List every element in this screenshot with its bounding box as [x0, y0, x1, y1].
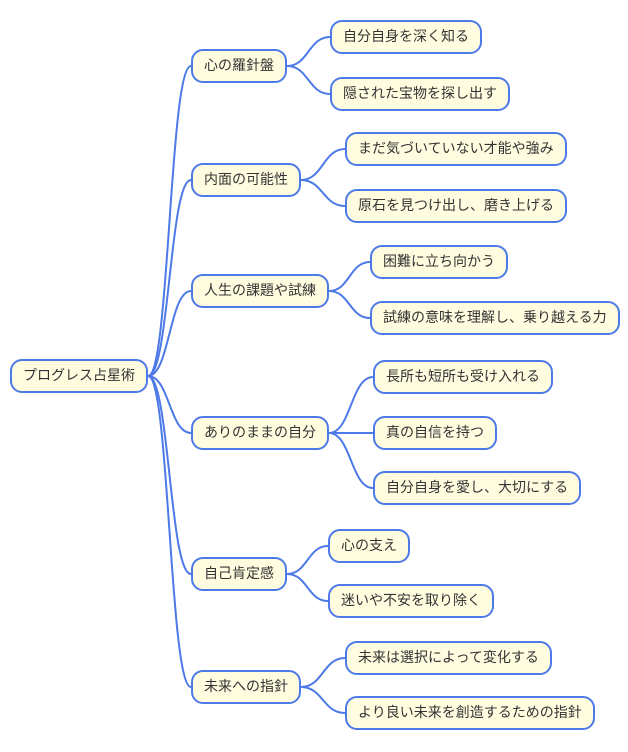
- mindmap-edge: [147, 375, 192, 575]
- node-leaf-find-hidden-treasure[interactable]: 隠された宝物を探し出す: [330, 77, 510, 111]
- mindmap-edge: [286, 36, 331, 67]
- mindmap-edge: [328, 432, 374, 489]
- mindmap-edge: [328, 290, 371, 319]
- node-branch-life-challenges[interactable]: 人生の課題や試練: [191, 274, 329, 308]
- node-root[interactable]: プログレス占星術: [10, 359, 148, 393]
- mindmap-edge: [286, 573, 329, 602]
- node-leaf-guideline-create-better-future[interactable]: より良い未来を創造するための指針: [345, 696, 595, 730]
- mindmap-edge: [300, 686, 346, 714]
- node-leaf-face-difficulties[interactable]: 困難に立ち向かう: [370, 245, 508, 279]
- node-leaf-future-changes-by-choice[interactable]: 未来は選択によって変化する: [345, 641, 552, 675]
- mindmap-edge: [147, 179, 192, 377]
- node-leaf-polish-rough-gem[interactable]: 原石を見つけ出し、磨き上げる: [345, 189, 567, 223]
- mindmap-edge: [147, 65, 192, 377]
- mindmap-edge: [328, 261, 371, 292]
- node-leaf-know-yourself-deeply[interactable]: 自分自身を深く知る: [330, 20, 482, 54]
- mindmap-edge: [147, 375, 192, 434]
- node-leaf-understand-trials[interactable]: 試練の意味を理解し、乗り越える力: [370, 301, 620, 335]
- node-branch-inner-potential[interactable]: 内面の可能性: [191, 163, 301, 197]
- node-leaf-remove-doubt-anxiety[interactable]: 迷いや不安を取り除く: [328, 584, 494, 618]
- node-leaf-love-yourself[interactable]: 自分自身を愛し、大切にする: [373, 471, 582, 505]
- mindmap-edge: [300, 148, 346, 181]
- node-leaf-accept-strengths-weaknesses[interactable]: 長所も短所も受け入れる: [373, 360, 553, 394]
- node-branch-self-esteem[interactable]: 自己肯定感: [191, 557, 287, 591]
- mindmap-edge: [147, 290, 192, 377]
- node-branch-heart-compass[interactable]: 心の羅針盤: [191, 49, 287, 83]
- node-leaf-emotional-support[interactable]: 心の支え: [328, 529, 410, 563]
- mindmap-edge: [328, 376, 374, 434]
- node-leaf-unnoticed-talents[interactable]: まだ気づいていない才能や強み: [345, 132, 567, 166]
- mindmap-edge: [300, 657, 346, 688]
- mindmap-edge: [286, 65, 331, 95]
- node-branch-future-guidance[interactable]: 未来への指針: [191, 670, 301, 704]
- mindmap-edge: [286, 545, 329, 575]
- node-leaf-true-confidence[interactable]: 真の自信を持つ: [373, 416, 497, 450]
- node-branch-true-self[interactable]: ありのままの自分: [191, 416, 329, 450]
- mindmap-edge: [300, 179, 346, 207]
- mindmap-edge: [147, 375, 192, 688]
